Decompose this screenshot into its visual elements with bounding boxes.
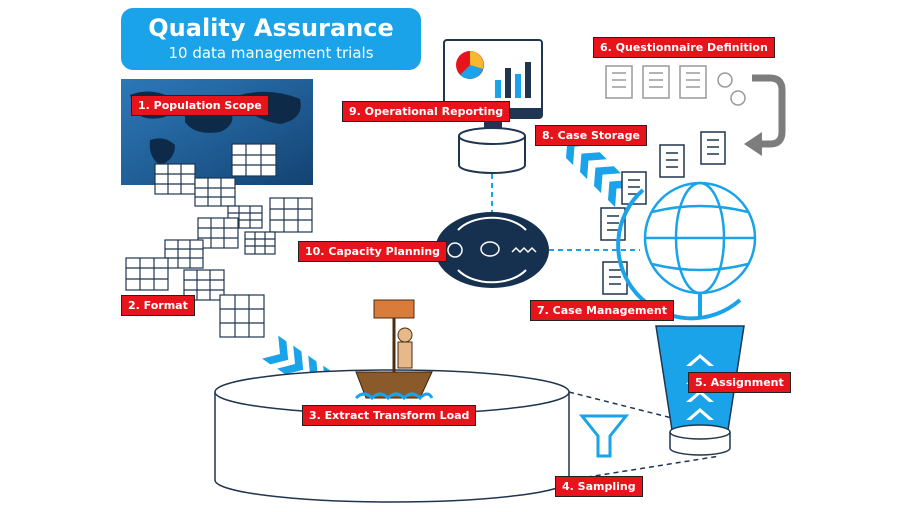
table-icon [194, 177, 236, 207]
table-icon [125, 257, 169, 291]
brain-icon [480, 241, 500, 257]
pulse-icon [511, 246, 537, 254]
document-icon [642, 65, 670, 99]
step-label-questionnaire-definition: 6. Questionnaire Definition [593, 37, 775, 58]
step-label-assignment: 5. Assignment [688, 372, 791, 393]
assignment-stand [655, 325, 745, 456]
table-icon [219, 294, 265, 338]
step-label-operational-reporting: 9. Operational Reporting [342, 101, 511, 122]
title-subtitle: 10 data management trials [168, 44, 374, 62]
connector-lines [568, 391, 721, 481]
curved-arrow [752, 74, 786, 148]
step-label-format: 2. Format [121, 295, 195, 316]
table-icon [231, 143, 277, 177]
document-icon [679, 65, 707, 99]
data-tables [125, 143, 313, 338]
step-label-etl: 3. Extract Transform Load [302, 405, 477, 426]
step-label-capacity-planning: 10. Capacity Planning [298, 241, 448, 262]
document-icon [659, 144, 685, 178]
arrow-head [744, 132, 762, 156]
step-label-case-management: 7. Case Management [530, 300, 674, 321]
stopwatch-icon [447, 242, 463, 258]
table-icon [154, 163, 196, 195]
document-icon [700, 131, 726, 165]
ship-image [354, 299, 434, 401]
storage-cylinder [458, 127, 526, 174]
table-icon [164, 239, 204, 269]
step-label-sampling: 4. Sampling [555, 476, 643, 497]
step-label-population-scope: 1. Population Scope [131, 95, 269, 116]
document-icon [602, 261, 628, 295]
table-icon [244, 231, 276, 255]
questionnaire-documents [605, 65, 746, 106]
sampling-funnel-icon [578, 414, 630, 458]
capacity-planning-oval [435, 212, 549, 288]
gear-icon [717, 72, 733, 88]
step-label-case-storage: 8. Case Storage [535, 125, 647, 146]
title-main: Quality Assurance [148, 14, 394, 42]
globe-icon [616, 181, 757, 321]
title-banner: Quality Assurance 10 data management tri… [121, 8, 421, 70]
table-icon [269, 197, 313, 233]
gear-icon [730, 90, 746, 106]
document-icon [605, 65, 633, 99]
table-icon [197, 217, 239, 249]
